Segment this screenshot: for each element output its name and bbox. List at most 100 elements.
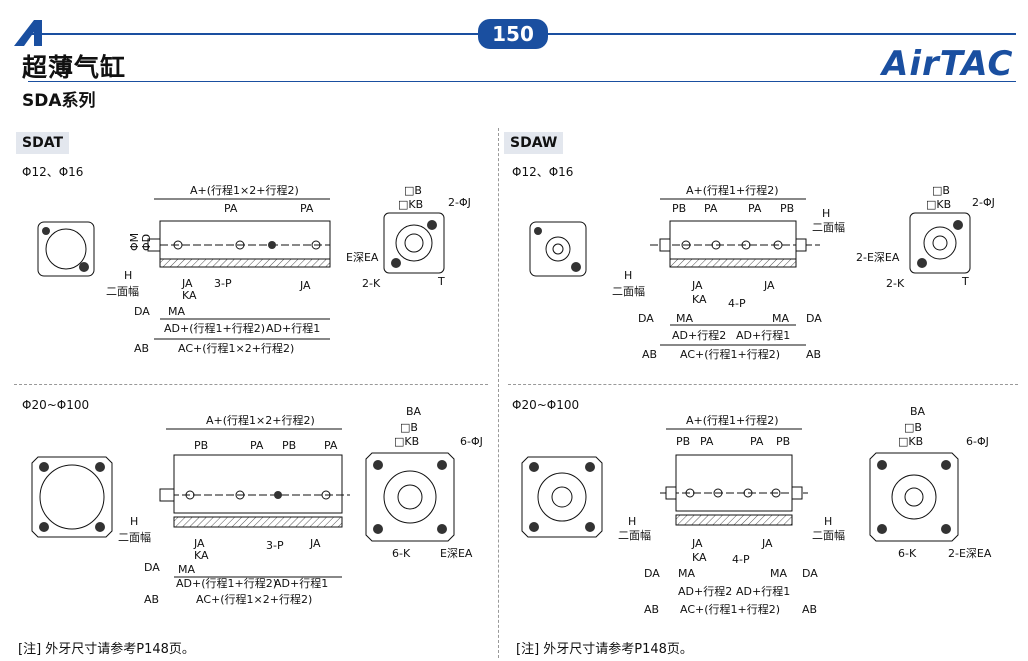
dim-h-4: H bbox=[628, 515, 636, 528]
dim-ac: AC+(行程1×2+行程2) bbox=[178, 342, 294, 355]
dim-ka-2: KA bbox=[692, 293, 707, 306]
label-6k: 6-K bbox=[392, 547, 411, 560]
label-2j: 2-ΦJ bbox=[448, 196, 471, 209]
dim-pa-1: PA bbox=[224, 202, 238, 215]
dim-a-sdaw-large: A+(行程1+行程2) bbox=[686, 414, 779, 427]
brand-mark-icon bbox=[12, 18, 52, 52]
label-2ea-2: 2-E深EA bbox=[948, 547, 992, 560]
dim-h: H bbox=[124, 269, 132, 282]
dim-pa-4: PA bbox=[748, 202, 762, 215]
footnote-left: [注] 外牙尺寸请参考P148页。 bbox=[18, 642, 195, 657]
dim-pb-3: PB bbox=[194, 439, 208, 452]
dim-ja-4: JA bbox=[193, 537, 205, 550]
dim-a-sdaw-small: A+(行程1+行程2) bbox=[686, 184, 779, 197]
dim-ad-d: AD+行程1 bbox=[736, 329, 790, 342]
dim-ad-f: AD+行程1 bbox=[274, 577, 328, 590]
label-two-face: 二面幅 bbox=[106, 285, 139, 298]
dim-ab-6: AB bbox=[802, 603, 817, 616]
dim-ma-4: MA bbox=[178, 563, 195, 576]
dim-pb-1: PB bbox=[672, 202, 686, 215]
dim-pb-4: PB bbox=[282, 439, 296, 452]
dim-h-5: H bbox=[824, 515, 832, 528]
dim-b-4: □B bbox=[904, 421, 922, 434]
spec-sdaw-large: Φ20~Φ100 bbox=[512, 398, 580, 412]
dim-pa-5: PA bbox=[250, 439, 264, 452]
dim-ad-h: AD+行程1 bbox=[736, 585, 790, 598]
dim-ka-3: KA bbox=[194, 549, 209, 562]
dim-kb-3: □KB bbox=[394, 435, 419, 448]
spec-sdat-large: Φ20~Φ100 bbox=[22, 398, 90, 412]
label-two-face-5: 二面幅 bbox=[812, 529, 845, 542]
dim-b-2: □B bbox=[932, 184, 950, 197]
dim-ad-b: AD+行程1 bbox=[266, 322, 320, 335]
dim-kb: □KB bbox=[398, 198, 423, 211]
dim-ja-7: JA bbox=[761, 537, 773, 550]
dim-ja-5: JA bbox=[309, 537, 321, 550]
spec-sdaw-small: Φ12、Φ16 bbox=[512, 165, 574, 179]
label-ea-2: E深EA bbox=[440, 547, 473, 560]
dim-da-5: DA bbox=[644, 567, 660, 580]
footnote-right: [注] 外牙尺寸请参考P148页。 bbox=[516, 642, 693, 657]
dim-da-4: DA bbox=[144, 561, 160, 574]
dim-ac-3: AC+(行程1×2+行程2) bbox=[196, 593, 312, 606]
dim-ab-2: AB bbox=[642, 348, 657, 361]
label-3p: 3-P bbox=[214, 277, 232, 290]
label-2ea: 2-E深EA bbox=[856, 251, 900, 264]
dim-ka-4: KA bbox=[692, 551, 707, 564]
dim-t: T bbox=[437, 275, 445, 288]
dim-b: □B bbox=[404, 184, 422, 197]
section-tag-sdat: SDAT bbox=[16, 132, 70, 154]
row-divider-right bbox=[508, 384, 1018, 385]
label-two-face-3: 二面幅 bbox=[118, 531, 151, 544]
drawing-sdat-small: A+(行程1×2+行程2) PA PA ΦM ΦD H 二面幅 JA KA 3-… bbox=[37, 184, 471, 355]
dim-ba-2: BA bbox=[910, 405, 926, 418]
label-3p-2: 3-P bbox=[266, 539, 284, 552]
drawing-sdaw-small: A+(行程1+行程2) PB PA PA PB H 二面幅 H 二面幅 JA K… bbox=[529, 184, 995, 361]
drawing-sdat-large: A+(行程1×2+行程2) PB PA PB PA H 二面幅 JA KA 3-… bbox=[31, 405, 483, 606]
dim-ad-a: AD+(行程1+行程2) bbox=[164, 322, 265, 335]
dim-ma-5: MA bbox=[678, 567, 695, 580]
brand-logo: AirTAC bbox=[882, 44, 1014, 84]
end-view-rod bbox=[37, 221, 95, 277]
dim-a-sdat-small: A+(行程1×2+行程2) bbox=[190, 184, 299, 197]
label-4p-2: 4-P bbox=[732, 553, 750, 566]
dim-ma: MA bbox=[168, 305, 185, 318]
title-rule bbox=[28, 81, 1016, 82]
dim-pb-2: PB bbox=[780, 202, 794, 215]
dim-pb-6: PB bbox=[776, 435, 790, 448]
label-2k: 2-K bbox=[362, 277, 381, 290]
dim-pa-8: PA bbox=[750, 435, 764, 448]
dim-phid: ΦD bbox=[140, 234, 153, 251]
dim-da-3: DA bbox=[806, 312, 822, 325]
label-ea: E深EA bbox=[346, 251, 379, 264]
dim-phim: ΦM bbox=[128, 233, 141, 251]
page-title: 超薄气缸 bbox=[22, 53, 127, 82]
dim-ja-6: JA bbox=[691, 537, 703, 550]
spec-sdat-small: Φ12、Φ16 bbox=[22, 165, 84, 179]
dim-ac-2: AC+(行程1+行程2) bbox=[680, 348, 780, 361]
page-number: 150 bbox=[478, 19, 548, 49]
dim-ab-4: AB bbox=[144, 593, 159, 606]
dim-ma-2: MA bbox=[676, 312, 693, 325]
dim-da-2: DA bbox=[638, 312, 654, 325]
dim-ja-right: JA bbox=[299, 279, 311, 292]
dim-pa-6: PA bbox=[324, 439, 338, 452]
dim-ab: AB bbox=[134, 342, 149, 355]
dim-a-sdat-large: A+(行程1×2+行程2) bbox=[206, 414, 315, 427]
dim-ka: KA bbox=[182, 289, 197, 302]
label-2k-2: 2-K bbox=[886, 277, 905, 290]
label-6j-2: 6-ΦJ bbox=[966, 435, 989, 448]
label-4p: 4-P bbox=[728, 297, 746, 310]
dim-da-6: DA bbox=[802, 567, 818, 580]
dim-b-3: □B bbox=[400, 421, 418, 434]
row-divider-left bbox=[14, 384, 488, 385]
dim-h-3: H bbox=[130, 515, 138, 528]
dim-ja-3: JA bbox=[763, 279, 775, 292]
label-2j-2: 2-ΦJ bbox=[972, 196, 995, 209]
label-6k-2: 6-K bbox=[898, 547, 917, 560]
drawing-sdaw-large: A+(行程1+行程2) PB PA PA PB H 二面幅 H 二面幅 JA K… bbox=[521, 405, 992, 616]
column-divider bbox=[498, 128, 499, 658]
label-two-face-l: 二面幅 bbox=[612, 285, 645, 298]
dim-ad-g: AD+行程2 bbox=[678, 585, 732, 598]
dim-pa-2: PA bbox=[300, 202, 314, 215]
